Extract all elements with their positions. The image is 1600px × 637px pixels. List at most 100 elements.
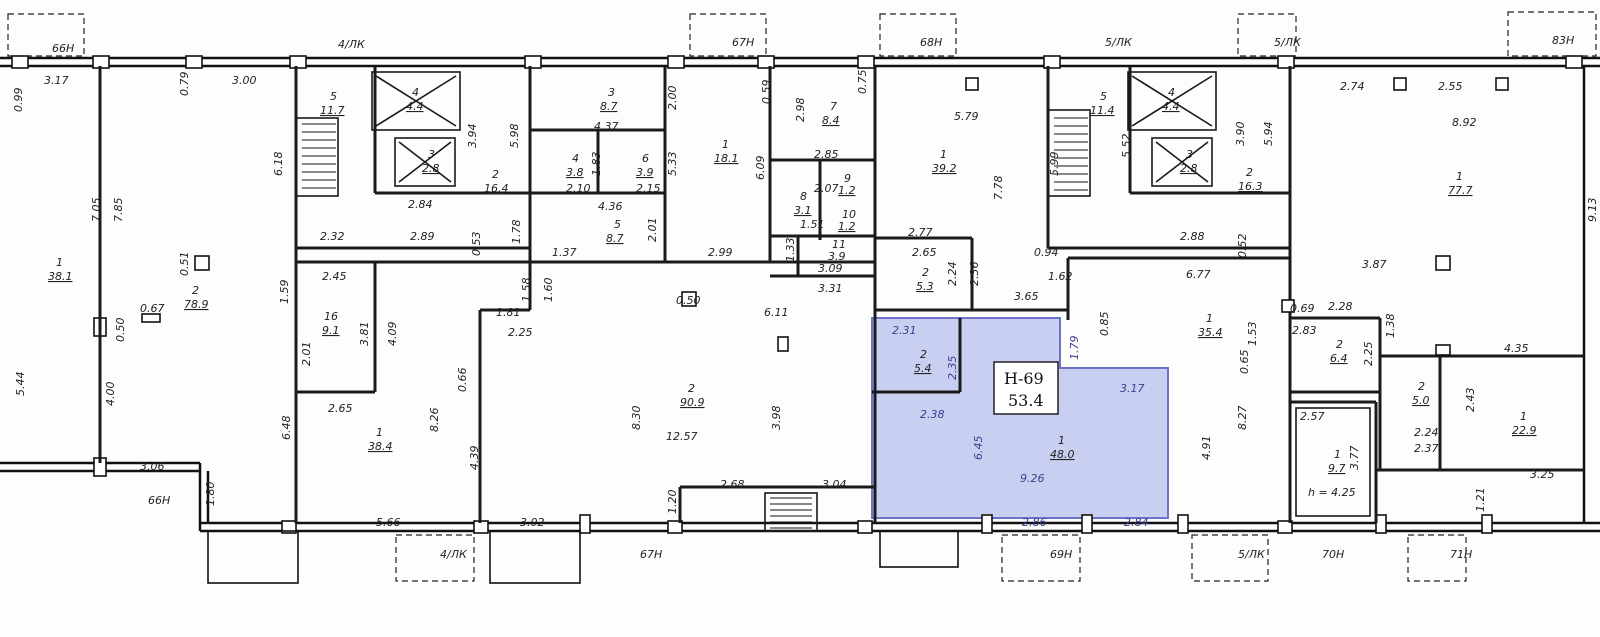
room-number: 1 bbox=[722, 138, 729, 151]
porches bbox=[207, 530, 959, 584]
dimension-label: 3.00 bbox=[232, 74, 257, 87]
dimension-label: 0.85 bbox=[1098, 312, 1111, 337]
dimension-label: 3.81 bbox=[358, 322, 371, 347]
room-area: 77.7 bbox=[1448, 184, 1473, 197]
axis-label-top-2: 4/ЛК bbox=[338, 38, 366, 51]
dimension-label: 1.33 bbox=[784, 238, 797, 263]
axis-label-top-4: 68Н bbox=[920, 36, 942, 49]
dimension-label: 5.52 bbox=[1120, 134, 1133, 159]
dimension-label: 2.43 bbox=[1464, 388, 1477, 413]
dimension-label: 2.37 bbox=[1414, 442, 1439, 455]
room-area: 4.4 bbox=[406, 100, 424, 113]
room-area: 2.8 bbox=[422, 162, 440, 175]
room-number: 1 bbox=[1058, 434, 1065, 447]
room-label: 38.7 bbox=[600, 86, 618, 113]
room-label: 138.1 bbox=[48, 256, 73, 283]
room-area: 3.1 bbox=[794, 204, 812, 217]
dimension-label: 0.50 bbox=[676, 294, 701, 307]
room-area: 38.1 bbox=[48, 270, 73, 283]
dimension-label: 1.83 bbox=[590, 152, 603, 177]
dimension-label: 8.92 bbox=[1452, 116, 1477, 129]
axis-labels-bottom: 66Н 4/ЛК 67Н 69Н 5/ЛК 70Н 71Н bbox=[148, 494, 1472, 561]
room-number: 4 bbox=[1168, 86, 1175, 99]
room-area: 8.7 bbox=[606, 232, 624, 245]
room-label: 43.8 bbox=[566, 152, 584, 179]
dimension-label: 1.60 bbox=[542, 278, 555, 303]
dimension-label: 3.25 bbox=[1530, 468, 1555, 481]
room-area: 16.4 bbox=[484, 182, 509, 195]
dimension-label: 2.00 bbox=[666, 86, 679, 111]
axis-label-bottom-7: 71Н bbox=[1450, 548, 1472, 561]
axis-label-bottom-3: 67Н bbox=[640, 548, 662, 561]
room-number: 2 bbox=[922, 266, 929, 279]
room-number: 8 bbox=[800, 190, 807, 203]
dimension-label: 3.98 bbox=[770, 406, 783, 431]
room-area: 78.9 bbox=[184, 298, 209, 311]
dimension-label: 2.07 bbox=[814, 182, 839, 195]
unit-tag-name: Н-69 bbox=[1004, 369, 1044, 388]
room-area: 11.4 bbox=[1090, 104, 1115, 117]
dimension-label: 1.81 bbox=[496, 306, 521, 319]
room-label: 290.9 bbox=[680, 382, 705, 409]
room-area: 3.9 bbox=[636, 166, 654, 179]
room-label: 19.7 bbox=[1328, 448, 1346, 475]
dimension-label: 7.85 bbox=[112, 198, 125, 223]
room-label: 278.9 bbox=[184, 284, 209, 311]
dimension-label: 6.18 bbox=[272, 152, 285, 177]
dimension-label: 3.65 bbox=[1014, 290, 1039, 303]
dimension-label: 4.36 bbox=[598, 200, 623, 213]
room-area: 39.2 bbox=[932, 162, 957, 175]
room-area: 11.7 bbox=[320, 104, 345, 117]
dimension-label: 2.24 bbox=[946, 262, 959, 287]
room-label: 101.2 bbox=[838, 208, 856, 233]
dimension-label: 2.01 bbox=[646, 218, 659, 243]
dimension-label: 2.98 bbox=[794, 98, 807, 123]
room-label: 32.8 bbox=[1180, 148, 1198, 175]
axis-label-top-1: 66Н bbox=[52, 42, 74, 55]
dimension-label: 1.53 bbox=[1246, 322, 1259, 347]
room-label: 25.3 bbox=[916, 266, 934, 293]
dimension-label: 3.17 bbox=[1120, 382, 1145, 395]
dimension-label: 1.78 bbox=[510, 220, 523, 245]
room-number: 1 bbox=[940, 148, 947, 161]
room-number: 1 bbox=[1520, 410, 1527, 423]
dimension-label: 2.89 bbox=[410, 230, 435, 243]
dimension-label: 2.36 bbox=[968, 262, 981, 287]
room-area: 9.7 bbox=[1328, 462, 1346, 475]
axis-label-bottom-5: 5/ЛК bbox=[1238, 548, 1266, 561]
room-area: 18.1 bbox=[714, 152, 739, 165]
dimension-label: 6.09 bbox=[754, 156, 767, 181]
entrance-bays bbox=[7, 11, 1597, 582]
dimension-label: 2.74 bbox=[1340, 80, 1365, 93]
dimension-label: 4.39 bbox=[468, 446, 481, 471]
dimension-label: 6.77 bbox=[1186, 268, 1211, 281]
dimension-label: 1.79 bbox=[1068, 336, 1081, 361]
room-area: 6.4 bbox=[1330, 352, 1348, 365]
room-area: 1.2 bbox=[838, 184, 856, 197]
dimension-label: 8.26 bbox=[428, 408, 441, 433]
dimension-label: 6.48 bbox=[280, 416, 293, 441]
dimension-label: 1.80 bbox=[204, 482, 217, 507]
dimension-label: 2.55 bbox=[1438, 80, 1463, 93]
room-number: 9 bbox=[844, 172, 851, 185]
room-number: 5 bbox=[330, 90, 337, 103]
room-number: 2 bbox=[1336, 338, 1343, 351]
dimension-label: 3.31 bbox=[818, 282, 843, 295]
room-label: 511.4 bbox=[1090, 90, 1115, 117]
room-number: 10 bbox=[842, 208, 856, 221]
dimension-label: 2.65 bbox=[912, 246, 937, 259]
dimension-label: 2.86 bbox=[1022, 516, 1047, 529]
room-area: 38.4 bbox=[368, 440, 393, 453]
unit-h69-highlight[interactable] bbox=[871, 317, 1169, 519]
room-area: 22.9 bbox=[1512, 424, 1537, 437]
unit-tag[interactable]: Н-69 53.4 bbox=[993, 361, 1059, 415]
room-label: 148.0 bbox=[1050, 434, 1075, 461]
room-number: 2 bbox=[1246, 166, 1253, 179]
dimension-label: 5.94 bbox=[1262, 122, 1275, 147]
dimension-label: 3.04 bbox=[822, 478, 847, 491]
room-label: 216.3 bbox=[1238, 166, 1263, 193]
dimension-label: 6.11 bbox=[764, 306, 789, 319]
dimension-label: 2.84 bbox=[408, 198, 433, 211]
axis-label-bottom-1: 66Н bbox=[148, 494, 170, 507]
dimension-label: 2.45 bbox=[322, 270, 347, 283]
